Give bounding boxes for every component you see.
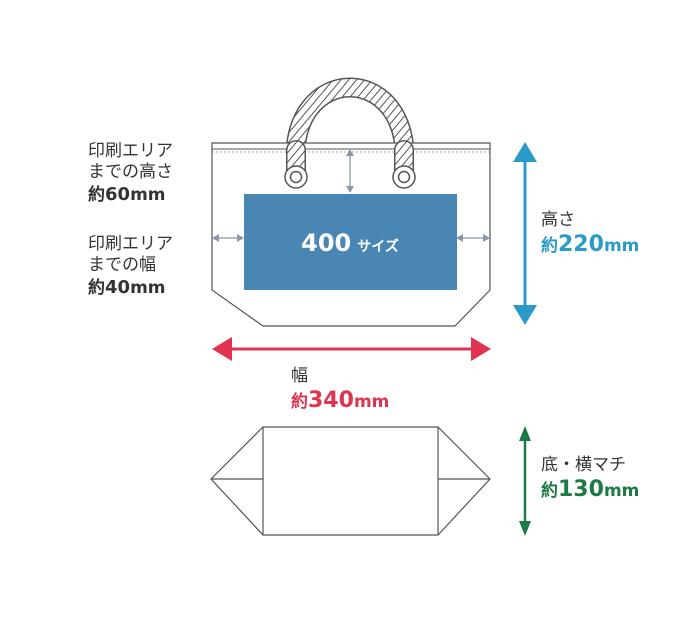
guide-arrow-top [346, 149, 354, 193]
print-area [244, 194, 457, 290]
gusset-label: 底・横マチ 約130mm [541, 455, 640, 503]
bag-bottom-gusset [210, 426, 491, 536]
print-top-label: 印刷エリア までの高さ 約60mm [88, 141, 173, 205]
gusset-arrow [519, 426, 531, 536]
print-side-label: 印刷エリア までの幅 約40mm [88, 234, 173, 298]
height-label: 高さ 約220mm [541, 210, 640, 258]
width-arrow [212, 337, 491, 361]
guide-arrow-right [456, 234, 490, 242]
eyelet-left [284, 165, 308, 189]
eyelet-right [392, 165, 416, 189]
guide-arrow-left [212, 234, 244, 242]
height-arrow [513, 142, 537, 325]
width-label: 幅 約340mm [291, 366, 390, 414]
